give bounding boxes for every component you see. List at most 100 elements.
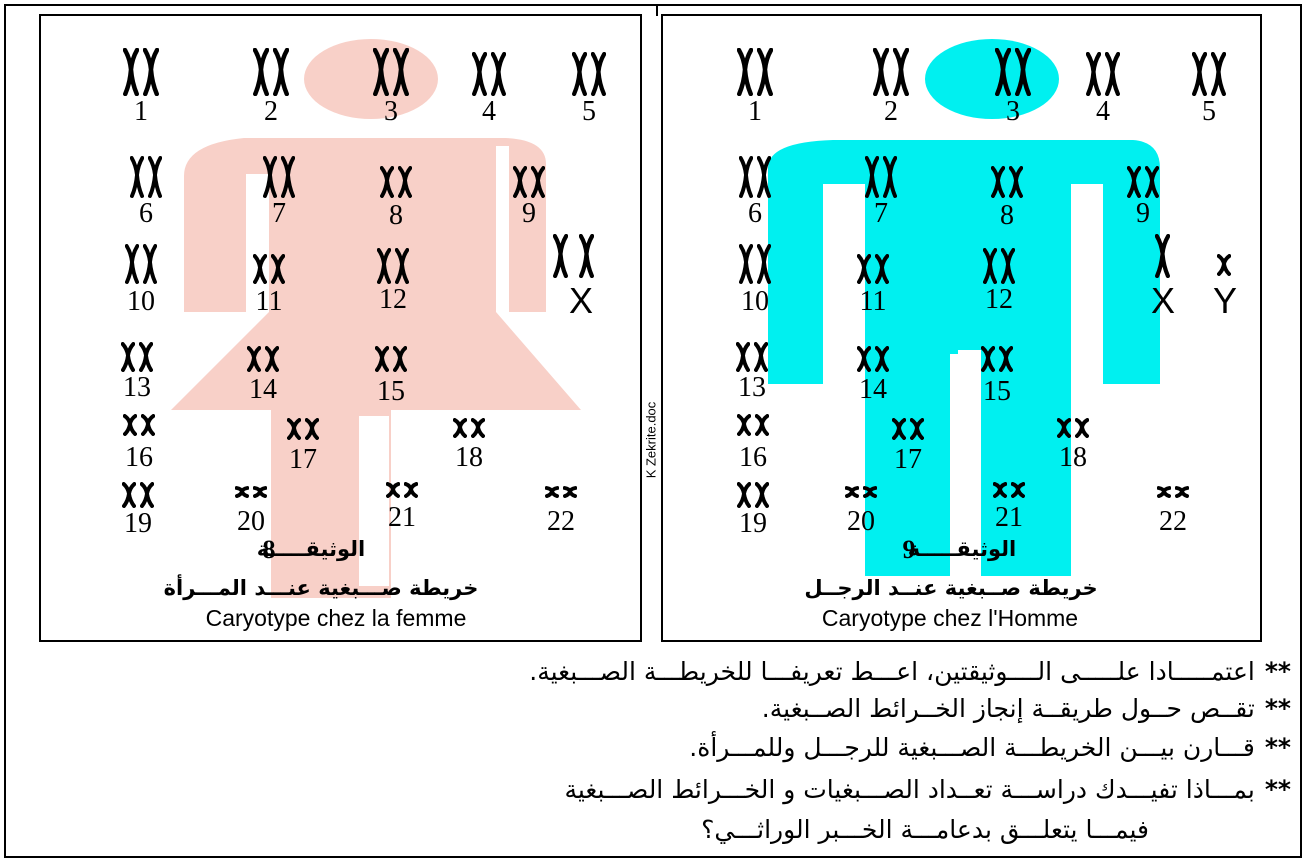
female-chromosome-number-21: 21 [388,504,416,532]
male-chromosome-7-b [883,156,897,198]
female-silhouette-head [304,39,438,119]
female-chromosome-21-b [404,482,418,498]
male-chromosome-10-b [757,244,771,284]
male-chromosome-number-3: 3 [1006,98,1020,126]
male-chromosome-17-b [910,418,924,440]
question-1-stars: ** [1265,657,1291,686]
male-chromosome-14-a [857,346,871,372]
male-chromosome-number-7: 7 [874,200,888,228]
male-chromosome-11-b [875,254,889,284]
female-chromosome-19-a [122,482,136,508]
female-chromosome-number-6: 6 [139,200,153,228]
female-title-french: Caryotype chez la femme [206,605,467,632]
male-chromosome-number-14: 14 [859,376,887,404]
female-chromosome-20-a [235,486,249,498]
female-chromosome-9-b [531,166,545,198]
female-x-chromosome-b [579,234,594,278]
male-chromosome-2-b [893,48,909,96]
male-chromosome-number-8: 8 [1000,202,1014,230]
female-chromosome-20-b [253,486,267,498]
male-chromosome-8-a [991,166,1005,198]
female-chromosome-number-17: 17 [289,446,317,474]
female-chromosome-16-b [141,414,155,436]
female-chromosome-number-2: 2 [264,98,278,126]
question-1-text: اعتمـــــادا علـــــى الــــوثيقتين، اعـ… [529,657,1255,686]
male-chromosome-15-a [981,346,995,372]
female-chromosome-number-22: 22 [547,508,575,536]
male-chromosome-20-b [863,486,877,498]
male-chromosome-number-18: 18 [1059,444,1087,472]
female-chromosome-5-b [591,52,606,96]
female-chromosome-6-a [130,156,144,198]
question-4-stars: ** [1265,775,1291,804]
female-chromosome-15-a [375,346,389,372]
female-chromosome-1-a [123,48,139,96]
female-doc-number: 8 [263,535,276,565]
female-chromosome-1-b [143,48,159,96]
female-chromosome-13-b [139,342,153,372]
female-chromosome-17-b [305,418,319,440]
female-chromosome-3-a [373,48,389,96]
question-2-text: تقــص حــول طريقــة إنجاز الخــرائط الصـ… [762,694,1255,723]
female-chromosome-number-1: 1 [134,98,148,126]
male-x-chromosome [1155,234,1170,278]
female-chromosome-number-5: 5 [582,98,596,126]
question-4-text-line-1: بمـــاذا تفيـــدك دراســـة تعــداد الصــ… [564,775,1254,804]
male-chromosome-number-6: 6 [748,200,762,228]
question-4-line-1: ** بمـــاذا تفيـــدك دراســـة تعــداد الص… [564,771,1291,809]
male-chromosome-16-b [755,414,769,436]
male-chromosome-2-a [873,48,889,96]
female-chromosome-11-a [253,254,267,284]
male-chromosome-5-a [1192,52,1207,96]
male-chromosome-9-a [1127,166,1141,198]
female-chromosome-number-20: 20 [237,508,265,536]
female-chromosome-14-a [247,346,261,372]
female-chromosome-9-a [513,166,527,198]
male-chromosome-3-b [1015,48,1031,96]
female-chromosome-21-a [386,482,400,498]
male-chromosome-number-1: 1 [748,98,762,126]
male-chromosome-18-b [1075,418,1089,438]
female-chromosome-19-b [140,482,154,508]
female-chromosome-number-3: 3 [384,98,398,126]
female-title-arabic: خريطة صـــبغية عنـــد المـــرأة [164,576,479,600]
male-chromosome-number-13: 13 [738,374,766,402]
female-chromosome-4-b [491,52,506,96]
male-chromosome-number-17: 17 [894,446,922,474]
female-chromosome-7-b [281,156,295,198]
male-chromosome-number-2: 2 [884,98,898,126]
male-chromosome-19-a [737,482,751,508]
male-chromosome-12-a [983,248,997,284]
male-chromosome-14-b [875,346,889,372]
male-chromosome-8-b [1009,166,1023,198]
male-chromosome-3-a [995,48,1011,96]
female-chromosome-number-14: 14 [249,376,277,404]
male-chromosome-number-12: 12 [985,286,1013,314]
female-chromosome-number-9: 9 [522,200,536,228]
female-chromosome-10-b [143,244,157,284]
male-chromosome-11-a [857,254,871,284]
question-4-line-2: فيمـــا يتعلـــق بدعامـــة الخـــبر الور… [701,811,1149,849]
male-chromosome-6-b [757,156,771,198]
male-chromosome-6-a [739,156,753,198]
question-3-stars: ** [1265,733,1291,762]
male-chromosome-21-b [1011,482,1025,498]
female-chromosome-17-a [287,418,301,440]
female-chromosome-3-b [393,48,409,96]
male-chromosome-19-b [755,482,769,508]
male-chromosome-number-5: 5 [1202,98,1216,126]
female-chromosome-13-a [121,342,135,372]
female-chromosome-4-a [472,52,487,96]
male-chromosome-number-9: 9 [1136,200,1150,228]
male-chromosome-22-a [1157,486,1171,498]
female-chromosome-number-16: 16 [125,444,153,472]
male-chromosome-number-11: 11 [860,288,887,316]
female-chromosome-2-a [253,48,269,96]
female-chromosome-22-a [545,486,559,498]
male-chromosome-9-b [1145,166,1159,198]
question-4-text-line-2: فيمـــا يتعلـــق بدعامـــة الخـــبر الور… [701,815,1149,844]
male-chromosome-15-b [999,346,1013,372]
female-chromosome-number-11: 11 [256,288,283,316]
top-divider-tick [656,4,658,16]
